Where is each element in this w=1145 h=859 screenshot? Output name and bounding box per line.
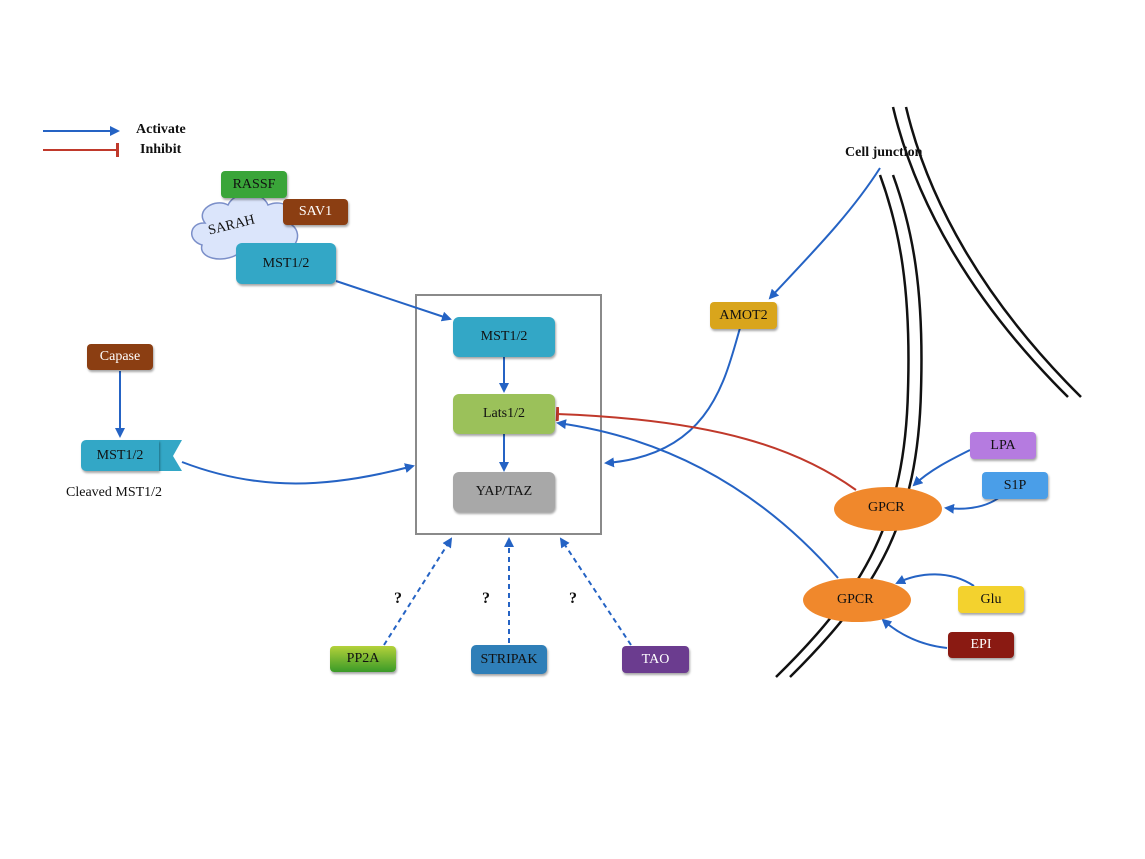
edge-s1p-to-gpcr — [944, 496, 1001, 514]
stripak-node: STRIPAK — [471, 645, 547, 674]
pp2a-unknown-mark: ? — [394, 590, 402, 607]
mst-upper-node: MST1/2 — [236, 243, 336, 284]
edge-mst-upper-to-core — [335, 280, 452, 322]
lats-node: Lats1/2 — [453, 394, 555, 434]
cleaved-notch — [157, 440, 182, 471]
yap-taz-node: YAP/TAZ — [453, 472, 555, 512]
lpa-node: LPA — [970, 432, 1036, 459]
tao-unknown-mark: ? — [569, 590, 577, 607]
edge-cleaved-mst-to-box — [181, 461, 415, 485]
cell-junction-label: Cell junction — [845, 145, 923, 160]
gpcr-upper-shape — [834, 487, 942, 531]
edge-gpcr-lower-to-lats — [556, 419, 839, 579]
cleaved-mst-label: Cleaved MST1/2 — [66, 485, 163, 500]
edge-gpcr-upper-inhibits-lats — [555, 406, 857, 491]
edge-epi-to-gpcr — [881, 618, 948, 649]
edge-junction-to-amot2 — [768, 167, 881, 300]
capase-node: Capase — [87, 344, 153, 370]
edge-lpa-to-gpcr — [912, 449, 971, 487]
gpcr-lower-label: GPCR — [837, 592, 874, 607]
hippo-core-box — [415, 294, 602, 535]
s1p-node: S1P — [982, 472, 1048, 499]
legend-inhibit-label: Inhibit — [140, 142, 182, 157]
mst-cleaved-node: MST1/2 — [81, 440, 159, 471]
cell-junction-lines — [891, 106, 1082, 398]
stripak-unknown-mark: ? — [482, 590, 490, 607]
pp2a-node: PP2A — [330, 646, 396, 672]
sav1-node: SAV1 — [283, 199, 348, 225]
edge-glu-to-gpcr — [895, 573, 975, 587]
legend-activate-label: Activate — [136, 122, 186, 137]
mst-core-node: MST1/2 — [453, 317, 555, 357]
edge-pp2a-to-box — [383, 537, 453, 646]
gpcr-lower-shape — [803, 578, 911, 622]
tao-node: TAO — [622, 646, 689, 673]
epi-node: EPI — [948, 632, 1014, 658]
amot2-node: AMOT2 — [710, 302, 777, 329]
edge-tao-to-box — [559, 537, 632, 646]
glu-node: Glu — [958, 586, 1024, 613]
edge-amot2-to-box — [604, 327, 741, 468]
rassf-node: RASSF — [221, 171, 287, 198]
gpcr-upper-label: GPCR — [868, 500, 905, 515]
